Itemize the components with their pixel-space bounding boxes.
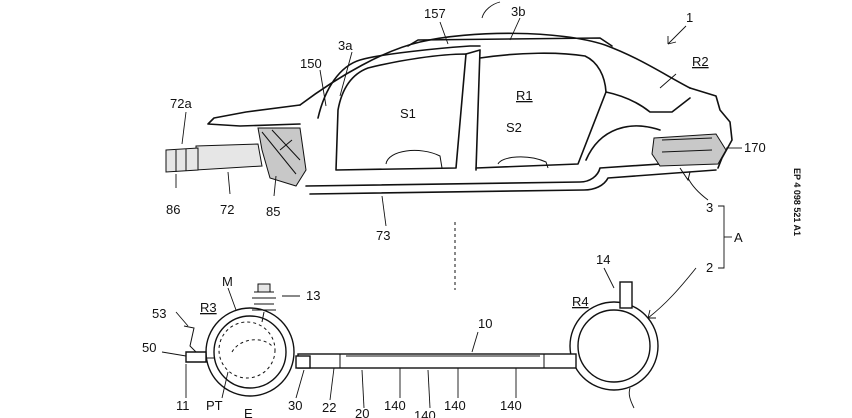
label-3a: 3a [338, 38, 353, 53]
label-72: 72 [220, 202, 234, 217]
reference-labels: 157 3b 1 3a 150 R2 72a R1 S1 S2 170 86 7… [142, 4, 766, 418]
label-140-a: 140 [384, 398, 406, 413]
label-A: A [734, 230, 743, 245]
label-72a: 72a [170, 96, 192, 111]
label-170: 170 [744, 140, 766, 155]
label-11: 11 [176, 398, 190, 413]
label-2: 2 [706, 260, 713, 275]
label-140-d: 140 [414, 408, 436, 418]
chassis-view [183, 281, 659, 397]
label-85: 85 [266, 204, 280, 219]
label-86: 86 [166, 202, 180, 217]
label-20: 20 [355, 406, 369, 418]
label-PT: PT [206, 398, 223, 413]
label-73: 73 [376, 228, 390, 243]
label-R3: R3 [200, 300, 217, 315]
label-140-b: 140 [444, 398, 466, 413]
label-22: 22 [322, 400, 336, 415]
label-S2: S2 [506, 120, 522, 135]
label-13: 13 [306, 288, 320, 303]
label-R4: R4 [572, 294, 589, 309]
label-3b: 3b [511, 4, 525, 19]
lower-leader-lines [161, 267, 697, 409]
vehicle-side-view [165, 32, 733, 290]
label-53: 53 [152, 306, 166, 321]
label-R2: R2 [692, 54, 709, 69]
label-3: 3 [706, 200, 713, 215]
label-150: 150 [300, 56, 322, 71]
label-10: 10 [478, 316, 492, 331]
label-S1: S1 [400, 106, 416, 121]
label-E: E [244, 406, 253, 418]
label-30: 30 [288, 398, 302, 413]
label-14: 14 [596, 252, 610, 267]
label-M: M [222, 274, 233, 289]
upper-leader-lines [175, 1, 742, 269]
label-157: 157 [424, 6, 446, 21]
label-R1: R1 [516, 88, 533, 103]
label-1: 1 [686, 10, 693, 25]
publication-number: EP 4 098 521 A1 [792, 168, 802, 236]
label-50: 50 [142, 340, 156, 355]
label-140-c: 140 [500, 398, 522, 413]
